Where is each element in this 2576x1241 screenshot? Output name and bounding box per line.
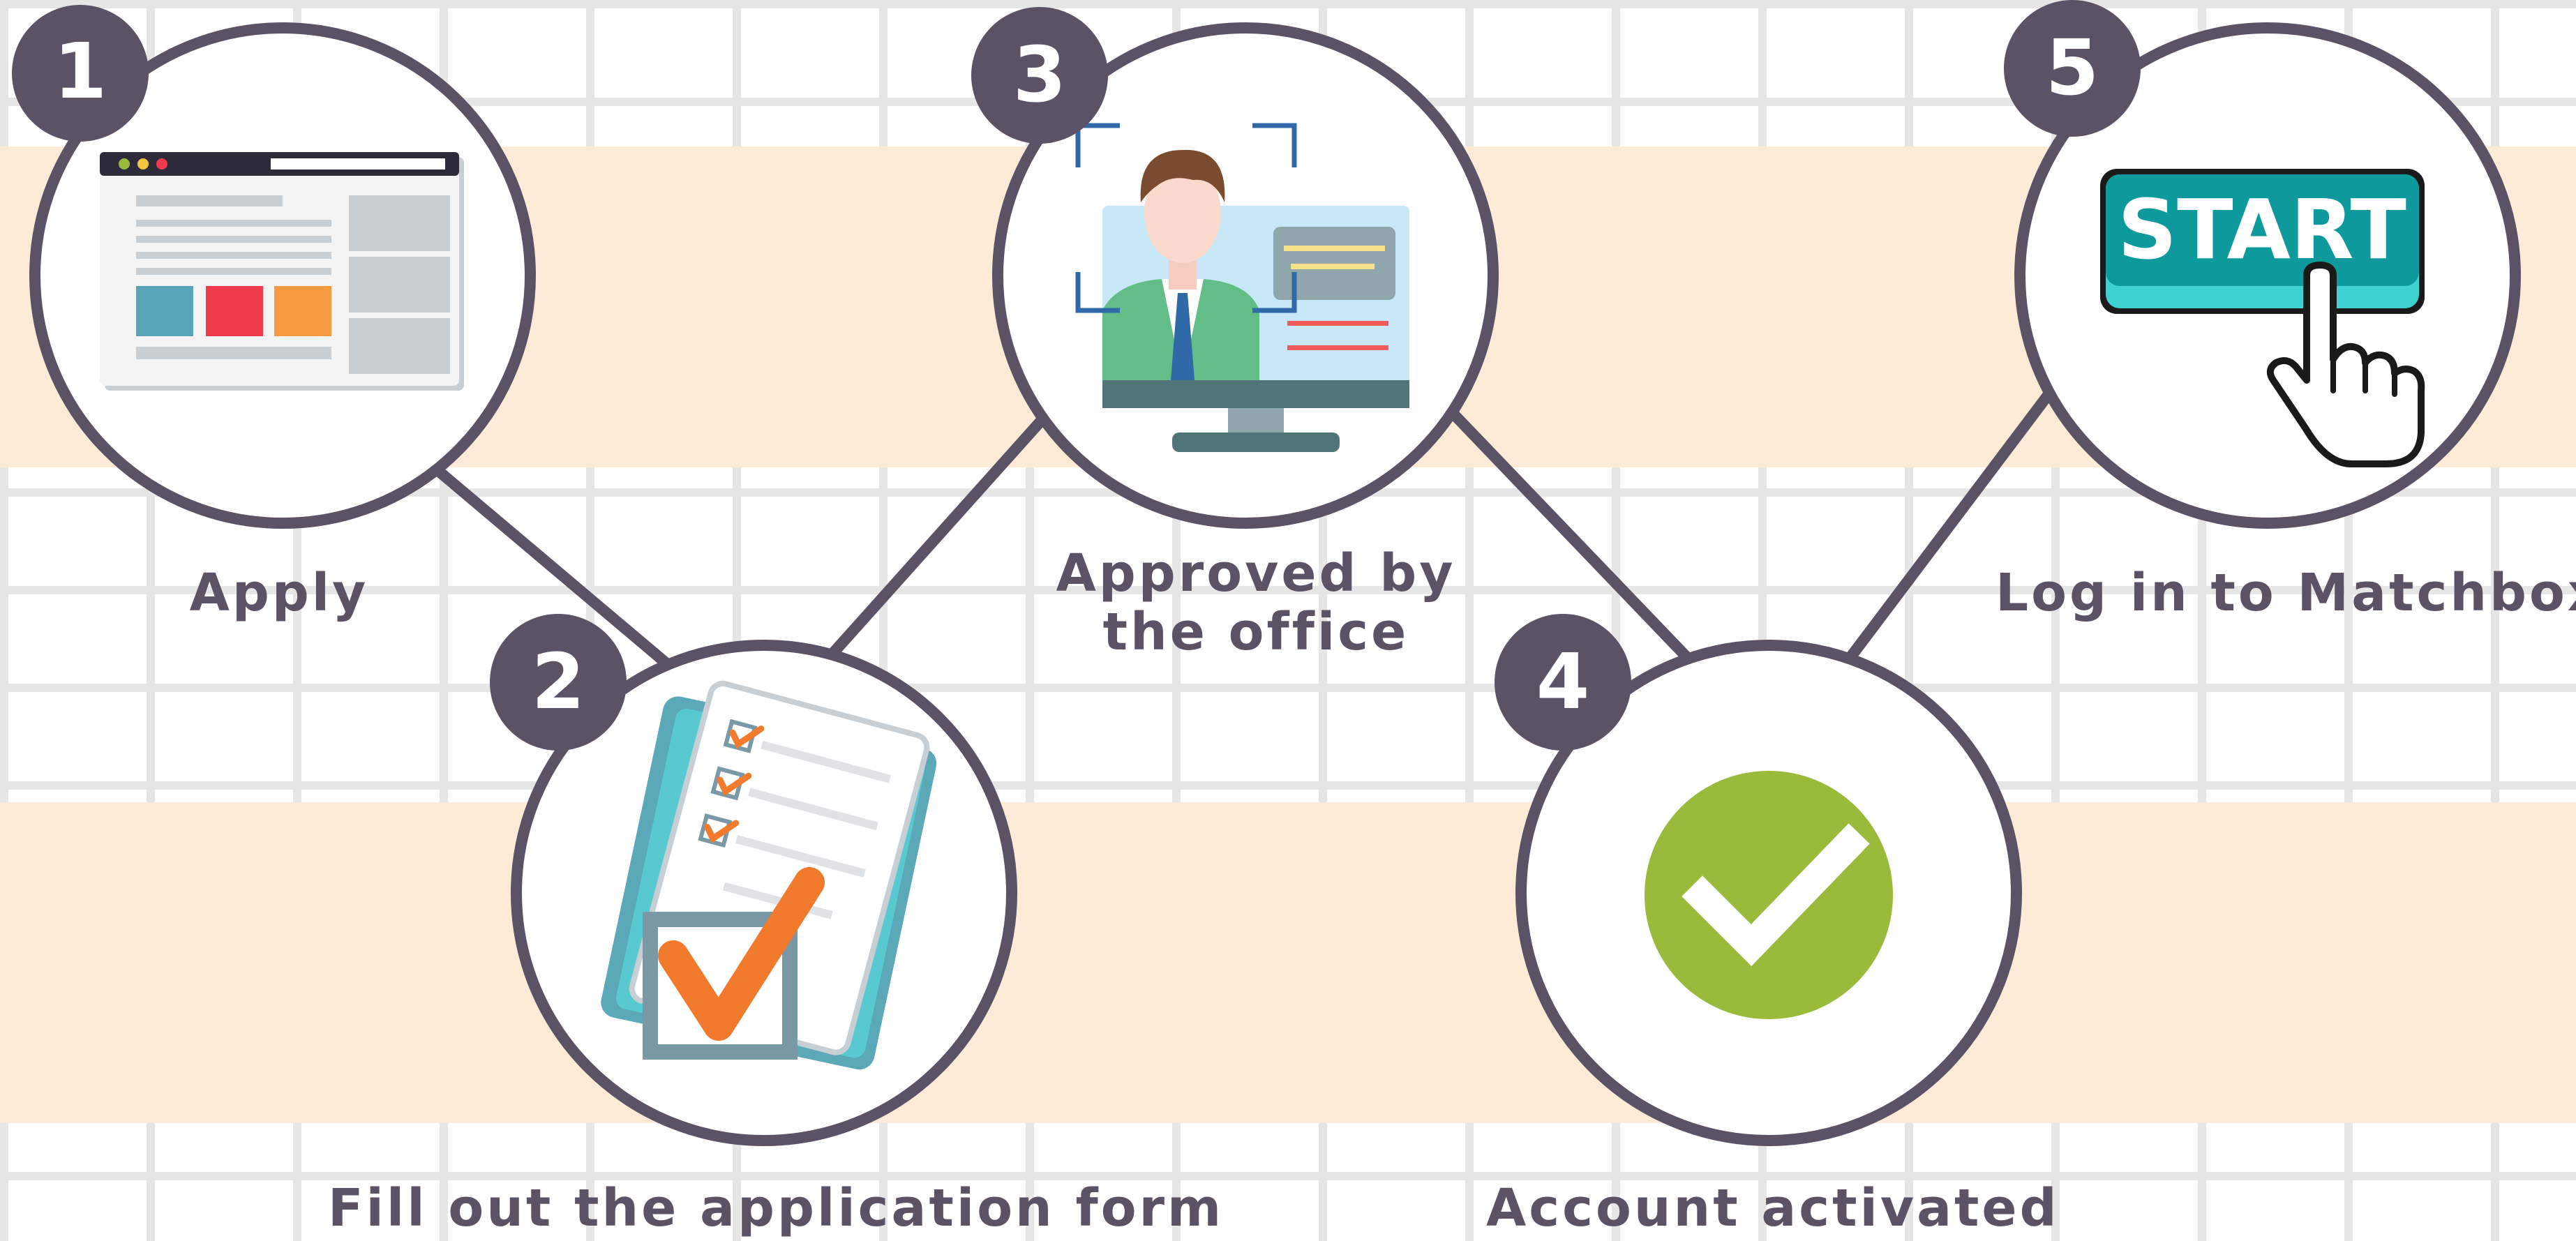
connector-1-2	[427, 460, 675, 672]
step-3-label-line-1: Approved by	[1056, 543, 1456, 603]
step-3-label-line-2: the office	[1102, 602, 1409, 662]
step-1-number: 1	[54, 27, 107, 116]
step-2-number-badge	[490, 614, 627, 751]
bottom-band	[0, 802, 2576, 1123]
step-1-number-badge	[12, 5, 149, 142]
step-5-label-text: Log in to Matchbox	[1995, 563, 2576, 623]
person-on-monitor-icon	[1075, 123, 1409, 452]
step-3: 3	[971, 7, 1499, 529]
step-3-number: 3	[1013, 30, 1067, 119]
step-1-label: Apply	[133, 564, 426, 622]
connector-lines	[427, 385, 2057, 672]
step-3-label: Approved by the office	[977, 544, 1535, 661]
step-5-number: 5	[2046, 23, 2099, 112]
browser-window-icon	[100, 152, 464, 391]
step-5: START 5	[2004, 0, 2521, 529]
connector-4-5	[1843, 385, 2057, 665]
step-2-number: 2	[532, 637, 585, 726]
connector-3-4	[1446, 406, 1701, 672]
step-2: 2	[490, 614, 1017, 1146]
step-1: 1	[12, 5, 536, 529]
step-4: 4	[1495, 614, 2022, 1146]
step-1-label-text: Apply	[189, 563, 369, 623]
step-2-label: Fill out the application form	[328, 1178, 1225, 1238]
connector-2-3	[828, 413, 1049, 658]
step-4-label: Account activated	[1486, 1179, 2058, 1238]
step-4-label-text: Account activated	[1486, 1178, 2060, 1238]
start-button-hand-icon: START	[2100, 169, 2425, 467]
start-button-label: START	[2118, 181, 2406, 278]
step-2-label-text: Fill out the application form	[328, 1178, 1225, 1238]
step-5-label: Log in to Matchbox	[1995, 563, 2576, 623]
checkmark-circle-icon	[1645, 771, 1893, 1019]
step-5-number-badge	[2004, 0, 2141, 137]
checklist-form-icon	[601, 680, 937, 1070]
step-3-number-badge	[971, 7, 1108, 144]
step-4-number: 4	[1536, 637, 1590, 726]
step-4-number-badge	[1495, 614, 1631, 751]
